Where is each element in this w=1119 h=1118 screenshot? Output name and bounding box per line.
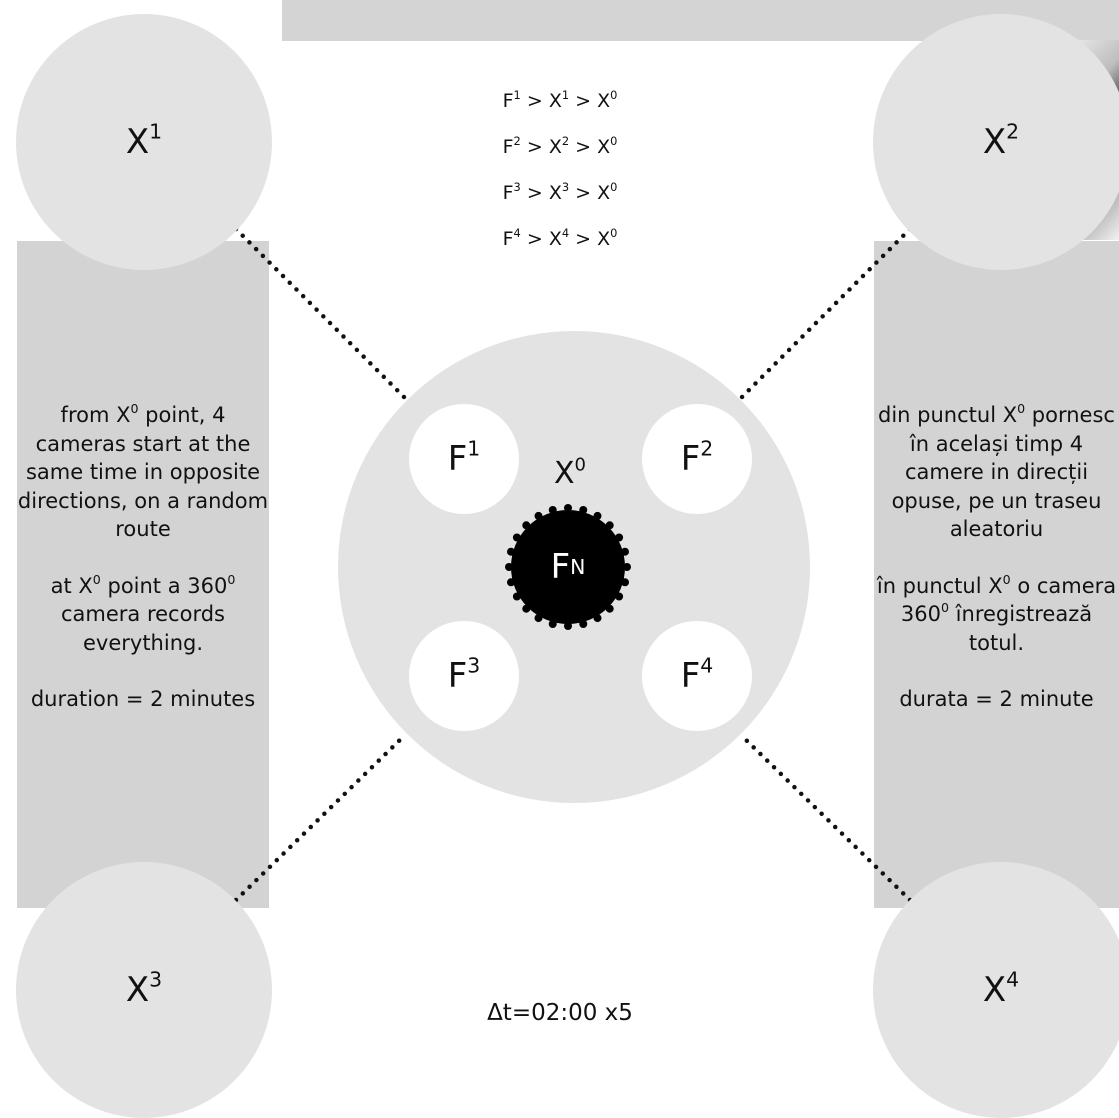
left-panel: from X0 point, 4 cameras start at the sa…	[17, 241, 269, 908]
fn-edge-dot	[534, 511, 543, 520]
fn-edge-dot	[605, 521, 614, 530]
formula-list: F1 > X1 > X0 F2 > X2 > X0 F3 > X3 > X0 F…	[455, 78, 665, 262]
node-f2: F2	[642, 404, 752, 514]
fn-edge-dot	[522, 521, 531, 530]
node-x2-label: X2	[982, 119, 1020, 162]
left-panel-paragraph-2: at X0 point a 3600 camera records everyt…	[50, 571, 236, 655]
fn-edge-dot	[548, 506, 557, 515]
fn-edge-dot	[534, 614, 543, 623]
connector-x2	[738, 226, 913, 401]
fn-edge-dot	[623, 563, 631, 571]
formula-1: F1 > X1 > X0	[502, 88, 618, 112]
fn-edge-dot	[615, 592, 624, 601]
fn-edge-dot	[564, 622, 572, 630]
center-x0-label: X0	[553, 454, 586, 491]
fn-edge-dot	[579, 506, 588, 515]
node-x1: X1	[16, 14, 272, 270]
fn-edge-dot	[564, 504, 572, 512]
right-panel: din punctul X0 pornesc în același timp 4…	[874, 241, 1119, 908]
fn-edge-dot	[620, 547, 629, 556]
node-f4: F4	[642, 621, 752, 731]
right-panel-duration: durata = 2 minute	[899, 687, 1094, 711]
node-x3: X3	[16, 862, 272, 1118]
node-f4-label: F4	[680, 653, 714, 696]
fn-scalloped-circle	[505, 504, 631, 630]
formula-2: F2 > X2 > X0	[502, 134, 618, 158]
fn-edge-dot	[522, 604, 531, 613]
formula-4: F4 > X4 > X0	[502, 226, 618, 250]
fn-edge-dot	[620, 578, 629, 587]
fn-edge-dot	[593, 614, 602, 623]
connector-x3	[233, 732, 408, 903]
right-panel-text: din punctul X0 pornesc în același timp 4…	[874, 401, 1119, 742]
node-f3-label: F3	[447, 653, 481, 696]
connector-x4	[738, 732, 913, 903]
left-panel-duration: duration = 2 minutes	[30, 687, 256, 711]
left-panel-paragraph-1: from X0 point, 4 cameras start at the sa…	[17, 401, 269, 541]
fn-edge-dot	[505, 563, 513, 571]
node-x2: X2	[873, 14, 1119, 270]
node-x4-label: X4	[982, 967, 1020, 1010]
delta-time-label: Δt=02:00 x5	[487, 1000, 633, 1026]
node-f1-label: F1	[447, 436, 481, 479]
left-panel-text: from X0 point, 4 cameras start at the sa…	[17, 401, 269, 742]
fn-edge-dot	[593, 511, 602, 520]
node-f1: F1	[409, 404, 519, 514]
node-f2-label: F2	[680, 436, 714, 479]
right-panel-paragraph-1: din punctul X0 pornesc în același timp 4…	[878, 401, 1115, 541]
fn-edge-dot	[579, 619, 588, 628]
node-x4: X4	[873, 862, 1119, 1118]
fn-edge-dot	[507, 547, 516, 556]
fn-edge-dot	[512, 592, 521, 601]
fn-edge-dot	[507, 578, 516, 587]
node-f3: F3	[409, 621, 519, 731]
fn-edge-dot	[548, 619, 557, 628]
node-x3-label: X3	[125, 967, 163, 1010]
fn-edge-dot	[512, 533, 521, 542]
node-x1-label: X1	[125, 119, 163, 162]
fn-edge-dot	[615, 533, 624, 542]
formula-3: F3 > X3 > X0	[502, 180, 618, 204]
connector-x1	[233, 226, 408, 401]
right-panel-paragraph-2: în punctul X0 o camera 3600 înregistreaz…	[876, 571, 1117, 655]
fn-edge-dot	[605, 604, 614, 613]
